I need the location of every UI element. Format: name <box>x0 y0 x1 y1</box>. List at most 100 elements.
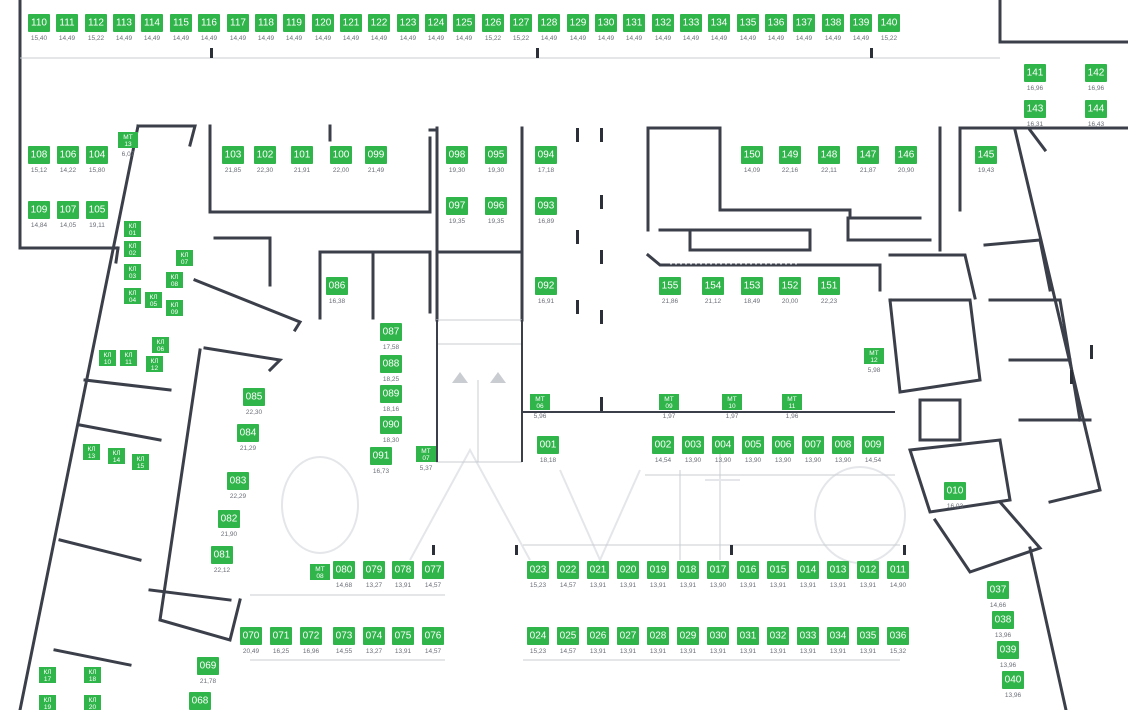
parking-spot-068[interactable]: 06817,55 <box>189 692 211 710</box>
